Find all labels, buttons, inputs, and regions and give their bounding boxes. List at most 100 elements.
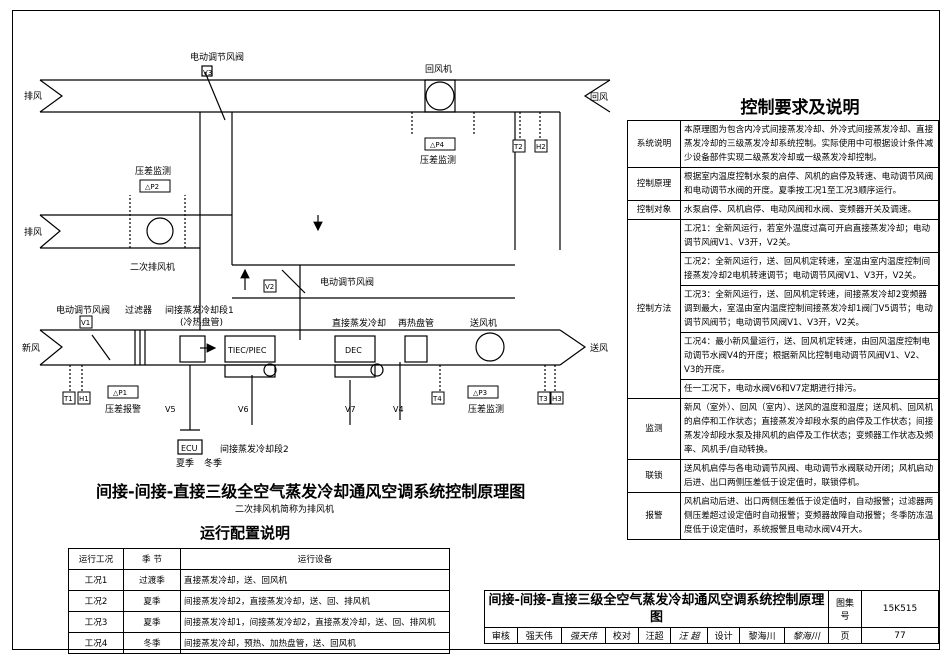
main-title: 间接-间接-直接三级全空气蒸发冷却通风空调系统控制原理图 (96, 482, 526, 501)
secondary-exhaust-duct (40, 214, 232, 249)
tag-v6: V6 (238, 405, 249, 414)
table-row: 系统说明本原理图为包含内冷式间接蒸发冷却、外冷式间接蒸发冷却、直接蒸发冷却的三级… (627, 120, 939, 168)
label-reheat-coil: 再热盘管 (398, 317, 434, 329)
tag-h2: H2 (536, 143, 546, 151)
reviewer-signature: 强天伟 (560, 627, 607, 644)
equipment-cell: 间接蒸发冷却，预热、加热盘管，送、回风机 (180, 632, 450, 654)
reviewer-name: 强天伟 (516, 627, 562, 644)
control-description: 任一工况下，电动水阀V6和V7定期进行排污。 (680, 379, 939, 399)
designer-signature: 黎海川 (783, 627, 829, 644)
table-row: 控制对象水泵启停、风机启停、电动风阀和水阀、变频器开关及调速。 (627, 200, 939, 220)
page-number: 77 (861, 627, 939, 644)
control-description: 本原理图为包含内冷式间接蒸发冷却、外冷式间接蒸发冷却、直接蒸发冷却的三级蒸发冷却… (680, 120, 939, 168)
condition-cell: 工况3 (68, 611, 124, 633)
tag-v2: V2 (265, 283, 274, 291)
equipment-cell: 直接蒸发冷却，送、回风机 (180, 569, 450, 591)
label-filter: 过滤器 (125, 304, 152, 316)
sub-note: 二次排风机简称为排风机 (235, 505, 335, 515)
checker-name: 汪超 (637, 627, 672, 644)
review-label: 审核 (484, 627, 518, 644)
label-diff-pressure-p2: 压差监测 (135, 165, 171, 177)
label-return-fan: 回风机 (425, 63, 452, 75)
control-description: 风机启动后进、出口两侧压差低于设定值时，自动报警；过滤器两侧压差超过设定值时自动… (680, 492, 939, 540)
design-label: 设计 (706, 627, 741, 644)
tag-v3: V3 (203, 69, 212, 77)
control-table: 系统说明本原理图为包含内冷式间接蒸发冷却、外冷式间接蒸发冷却、直接蒸发冷却的三级… (627, 120, 939, 540)
tag-v4: V4 (393, 405, 404, 414)
label-diff-pressure-top: 压差监测 (420, 154, 456, 166)
control-description: 根据室内温度控制水泵的启停、风机的启停及转速、电动调节风阀和电动调节水阀的开度。… (680, 167, 939, 201)
label-motor-damper-left: 电动调节风阀 (56, 304, 110, 316)
label-direct-cooling: 直接蒸发冷却 (332, 317, 386, 329)
control-category: 控制方法 (627, 219, 681, 399)
condition-cell: 工况4 (68, 632, 124, 654)
control-description: 新风（室外）、回风（室内）、送风的温度和湿度；送风机、回风机的启停和工作状态；直… (680, 398, 939, 460)
designer-name: 黎海川 (739, 627, 785, 644)
tag-p3: △P3 (473, 389, 487, 397)
tag-h1: H1 (79, 395, 89, 403)
control-category: 控制对象 (627, 200, 681, 220)
column-header: 运行设备 (180, 548, 450, 570)
run-config-title: 运行配置说明 (200, 524, 291, 542)
control-category: 联锁 (627, 459, 681, 493)
table-row: 监测新风（室外）、回风（室内）、送风的温度和湿度；送风机、回风机的启停和工作状态… (627, 398, 939, 460)
table-row: 工况4：最小新风量运行，送、回风机定转速，由回风温度控制电动调节水阀V4的开度；… (628, 332, 939, 380)
atlas-no-label: 图集号 (827, 590, 863, 628)
control-category: 控制原理 (627, 167, 681, 201)
control-category: 监测 (627, 398, 681, 460)
column-header: 季 节 (123, 548, 181, 570)
tag-p1: △P1 (113, 389, 127, 397)
table-row: 联锁送风机启停与各电动调节风阀、电动调节水阀联动开闭；风机启动后进、出口两侧压差… (627, 459, 939, 493)
tag-v7: V7 (345, 405, 356, 414)
label-exhaust-air: 排风 (24, 90, 42, 102)
season-cell: 夏季 (123, 590, 181, 612)
page-label: 页 (827, 627, 863, 644)
label-return-air: 回风 (590, 92, 608, 103)
label-fresh-air: 新风 (22, 342, 40, 354)
tag-t1: T1 (63, 395, 73, 403)
table-row: 控制原理根据室内温度控制水泵的启停、风机的启停及转速、电动调节风阀和电动调节水阀… (627, 167, 939, 201)
season-cell: 冬季 (123, 632, 181, 654)
control-description: 送风机启停与各电动调节风阀、电动调节水阀联动开闭；风机启动后进、出口两侧压差低于… (680, 459, 939, 493)
label-summer: 夏季 (176, 457, 194, 469)
control-category: 报警 (627, 492, 681, 540)
exhaust-return-duct (40, 79, 610, 250)
tag-p4: △P4 (430, 141, 445, 149)
drawing-frame (12, 10, 940, 650)
tag-v5: V5 (165, 405, 176, 414)
condition-cell: 工况2 (68, 590, 124, 612)
label-ecu: ECU (181, 444, 198, 453)
control-description: 工况4：最小新风量运行，送、回风机定转速，由回风温度控制电动调节水阀V4的开度；… (680, 332, 939, 380)
label-diff-pressure-right: 压差监测 (468, 403, 504, 415)
main-air-duct (40, 329, 560, 366)
table-row: 报警风机启动后进、出口两侧压差低于设定值时，自动报警；过滤器两侧压差超过设定值时… (627, 492, 939, 540)
equipment-cell: 间接蒸发冷却1，间接蒸发冷却2，直接蒸发冷却，送、回、排风机 (180, 611, 450, 633)
tag-v1: V1 (81, 319, 90, 327)
control-description: 工况2：全新风运行，送、回风机定转速，室温由室内温度控制间接蒸发冷却2电机转速调… (680, 252, 939, 286)
label-winter: 冬季 (204, 457, 222, 469)
tag-t4: T4 (432, 395, 442, 403)
table-row: 工况2：全新风运行，送、回风机定转速，室温由室内温度控制间接蒸发冷却2电机转速调… (628, 252, 939, 286)
label-diff-pressure-alarm: 压差报警 (105, 403, 141, 415)
check-label: 校对 (605, 627, 639, 644)
table-header-row: 运行工况 季 节 运行设备 (68, 548, 450, 570)
title-block: 间接-间接-直接三级全空气蒸发冷却通风空调系统控制原理图 图集号 15K515 … (484, 590, 939, 644)
table-row: 控制方法工况1：全新风运行，若室外温度过高可开启直接蒸发冷却；电动调节风阀V1、… (627, 219, 939, 399)
tag-h3: H3 (552, 395, 562, 403)
table-row: 工况3：全新风运行，送、回风机定转速，间接蒸发冷却2变频器调到最大，室温由室内温… (628, 285, 939, 333)
label-secondary-fan: 二次排风机 (130, 261, 175, 273)
label-motor-damper-mid: 电动调节风阀 (320, 276, 374, 288)
condition-cell: 工况1 (68, 569, 124, 591)
control-description: 工况1：全新风运行，若室外温度过高可开启直接蒸发冷却；电动调节风阀V1、V3开，… (680, 219, 939, 253)
tag-t3: T3 (538, 395, 548, 403)
label-indirect-1-note: (冷热盘管) (180, 316, 223, 328)
season-cell: 过渡季 (123, 569, 181, 591)
drawing-title: 间接-间接-直接三级全空气蒸发冷却通风空调系统控制原理图 (484, 590, 829, 628)
label-secondary-exhaust: 排风 (24, 226, 42, 238)
control-description: 工况3：全新风运行，送、回风机定转速，间接蒸发冷却2变频器调到最大，室温由室内温… (680, 285, 939, 333)
control-category: 系统说明 (627, 120, 681, 168)
control-description: 水泵启停、风机启停、电动风阀和水阀、变频器开关及调速。 (680, 200, 939, 220)
